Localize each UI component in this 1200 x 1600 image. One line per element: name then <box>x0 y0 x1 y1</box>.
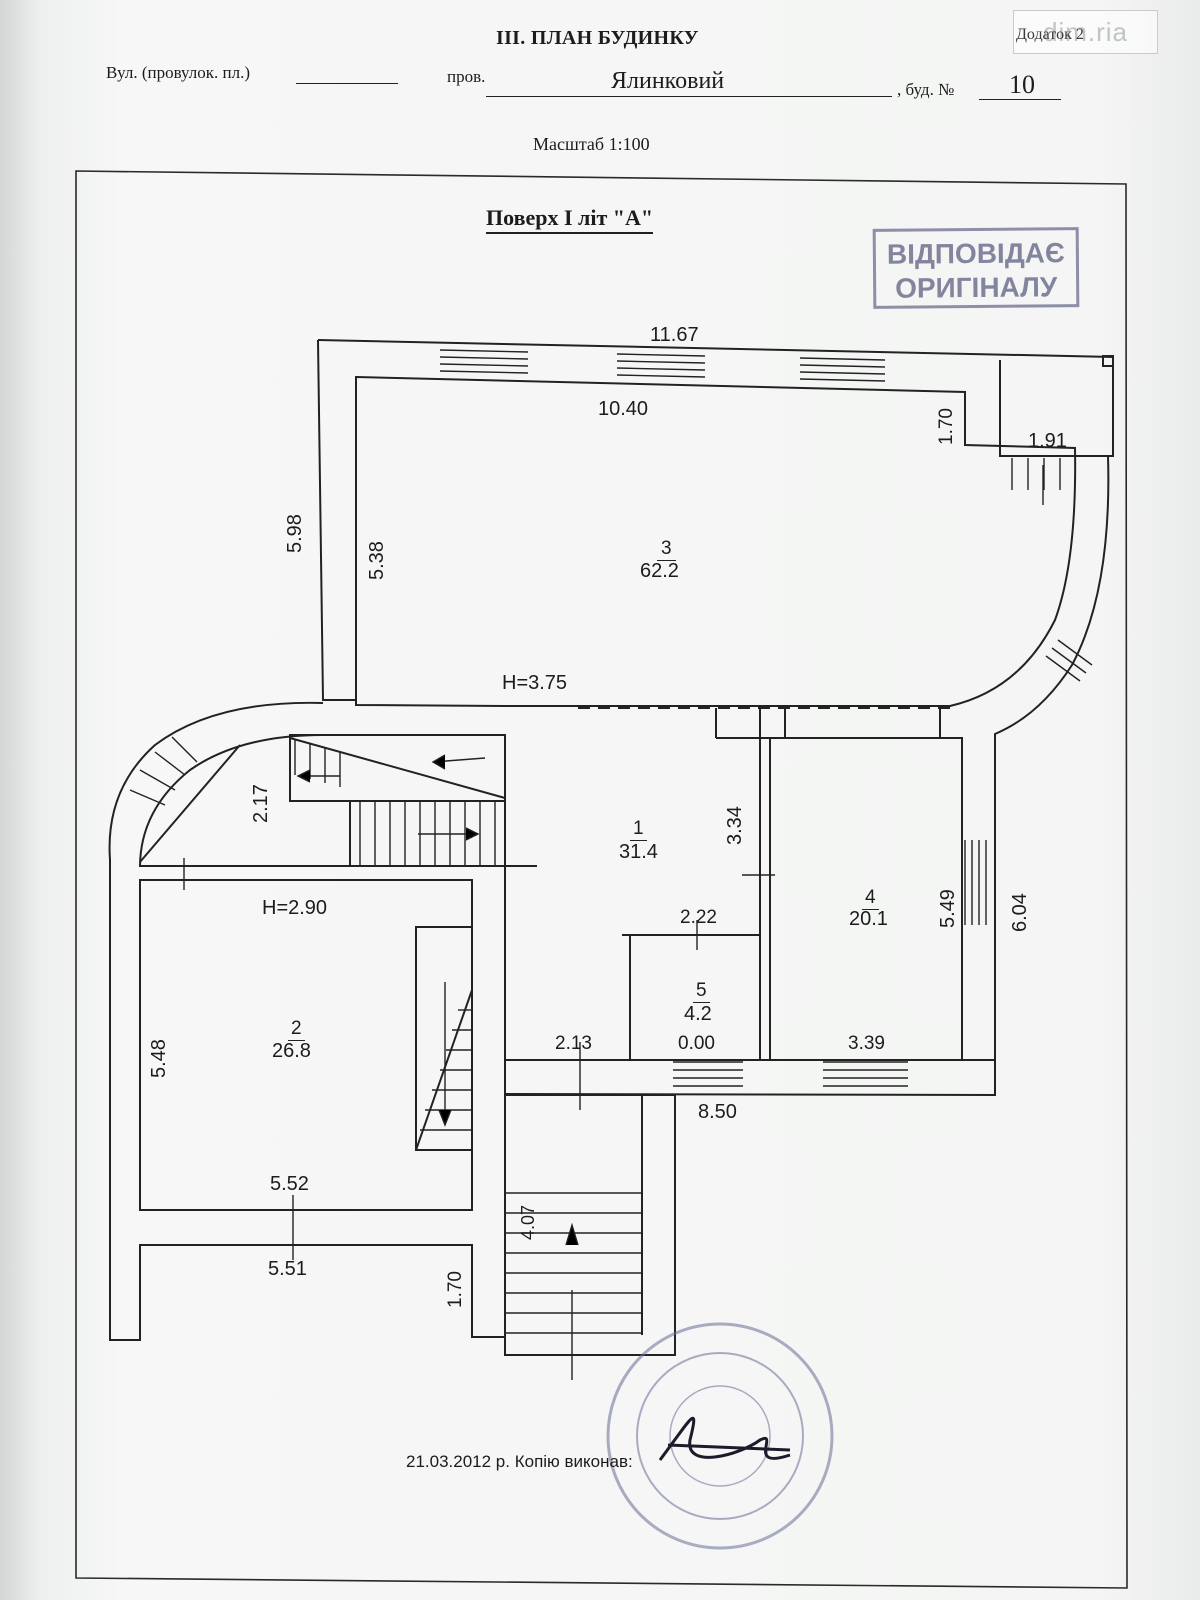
stair-diagonal <box>289 737 506 799</box>
dim-corner-room: 1.91 <box>1028 430 1067 452</box>
dim-hall-height: 3.34 <box>724 806 746 845</box>
street-label: Вул. (провулок. пл.) <box>106 63 251 82</box>
height-upper: H=3.75 <box>502 672 568 694</box>
dim-room4-height: 5.49 <box>937 889 959 928</box>
lane-name: Ялинковий <box>611 68 725 94</box>
curved-wall-outer <box>108 701 505 1341</box>
room4-walls <box>769 737 963 1061</box>
lane-underline <box>486 96 892 97</box>
dim-room2-bottom-inner: 5.52 <box>270 1173 309 1195</box>
dim-room2-bottom-outer: 5.51 <box>268 1258 307 1280</box>
stair-diagonal-long <box>139 744 241 863</box>
room-3-area: 62.2 <box>640 560 679 582</box>
corner-column <box>1102 355 1114 367</box>
curved-wall-inner <box>139 734 324 868</box>
dim-left-outer: 5.98 <box>284 514 306 553</box>
dim-entry-stairs: 4.07 <box>518 1204 538 1240</box>
dimension-ticks <box>183 465 1044 1260</box>
lane-label: пров. <box>447 67 486 86</box>
window-top-2 <box>616 353 706 378</box>
floor-title: Поверх I літ "А" <box>486 205 654 234</box>
corner-room-walls <box>999 360 1113 457</box>
official-seal <box>606 1322 834 1550</box>
room-4-area: 20.1 <box>849 908 888 930</box>
stair-arrows <box>296 754 579 1380</box>
room2-stair <box>415 926 473 1151</box>
dim-top-inner: 10.40 <box>598 398 649 420</box>
watermark-logo: dim.ria <box>1013 10 1158 54</box>
entry-stair-walls <box>504 1094 676 1356</box>
street-underline <box>296 83 398 84</box>
window-bottom-2 <box>823 1061 908 1087</box>
section-title: III. ПЛАН БУДИНКУ <box>496 27 699 49</box>
drawing-frame <box>75 170 1128 1589</box>
room-3-number: 3 <box>657 538 676 561</box>
dim-stair-height: 2.17 <box>250 784 272 823</box>
window-curve-left <box>129 736 198 806</box>
room-1-number: 1 <box>630 818 647 841</box>
window-top-1 <box>439 349 529 374</box>
left-wall-strip <box>317 339 356 701</box>
dim-porch-height: 1.70 <box>445 1271 466 1308</box>
appendix-label: Додаток 2 <box>1016 26 1084 43</box>
signature <box>658 1416 791 1461</box>
dim-storage-width: 2.22 <box>680 907 717 928</box>
dim-hall-bottom: 2.13 <box>555 1033 592 1054</box>
stamp-line-2: ОРИГІНАЛУ <box>894 271 1058 304</box>
copy-note: 21.03.2012 р. Копію виконав: <box>406 1452 633 1471</box>
height-lower: H=2.90 <box>262 897 328 919</box>
dim-top-outer: 11.67 <box>650 324 699 346</box>
room-2-number: 2 <box>288 1018 305 1041</box>
dim-bottom-outer: 8.50 <box>698 1101 737 1123</box>
room-1-area: 31.4 <box>619 841 658 863</box>
room3-wall <box>355 375 1077 707</box>
dim-room4-bottom: 3.39 <box>848 1033 885 1054</box>
stamp-original-copy: ВІДПОВІДАЄ ОРИГІНАЛУ <box>872 227 1080 309</box>
window-bottom-1 <box>673 1061 743 1087</box>
dim-right-outer: 6.04 <box>1009 893 1031 932</box>
room-4-number: 4 <box>862 887 879 910</box>
building-label: , буд. № <box>897 80 955 99</box>
scale-label: Масштаб 1:100 <box>533 134 650 154</box>
window-top-3 <box>799 357 886 382</box>
dim-right-corner: 1.70 <box>936 408 957 445</box>
building-number: 10 <box>1009 70 1035 99</box>
room-2-area: 26.8 <box>272 1040 311 1062</box>
building-underline <box>979 99 1061 100</box>
stamp-line-1: ВІДПОВІДАЄ <box>886 237 1065 270</box>
dim-storage-bottom: 0.00 <box>678 1033 715 1054</box>
window-right <box>964 840 987 925</box>
room-5-number: 5 <box>693 980 710 1003</box>
window-curve <box>1045 639 1093 682</box>
dim-left-inner: 5.38 <box>366 541 388 580</box>
dim-room2-height: 5.48 <box>148 1039 170 1078</box>
window-corner <box>1011 458 1061 490</box>
room-5-area: 4.2 <box>684 1003 712 1025</box>
